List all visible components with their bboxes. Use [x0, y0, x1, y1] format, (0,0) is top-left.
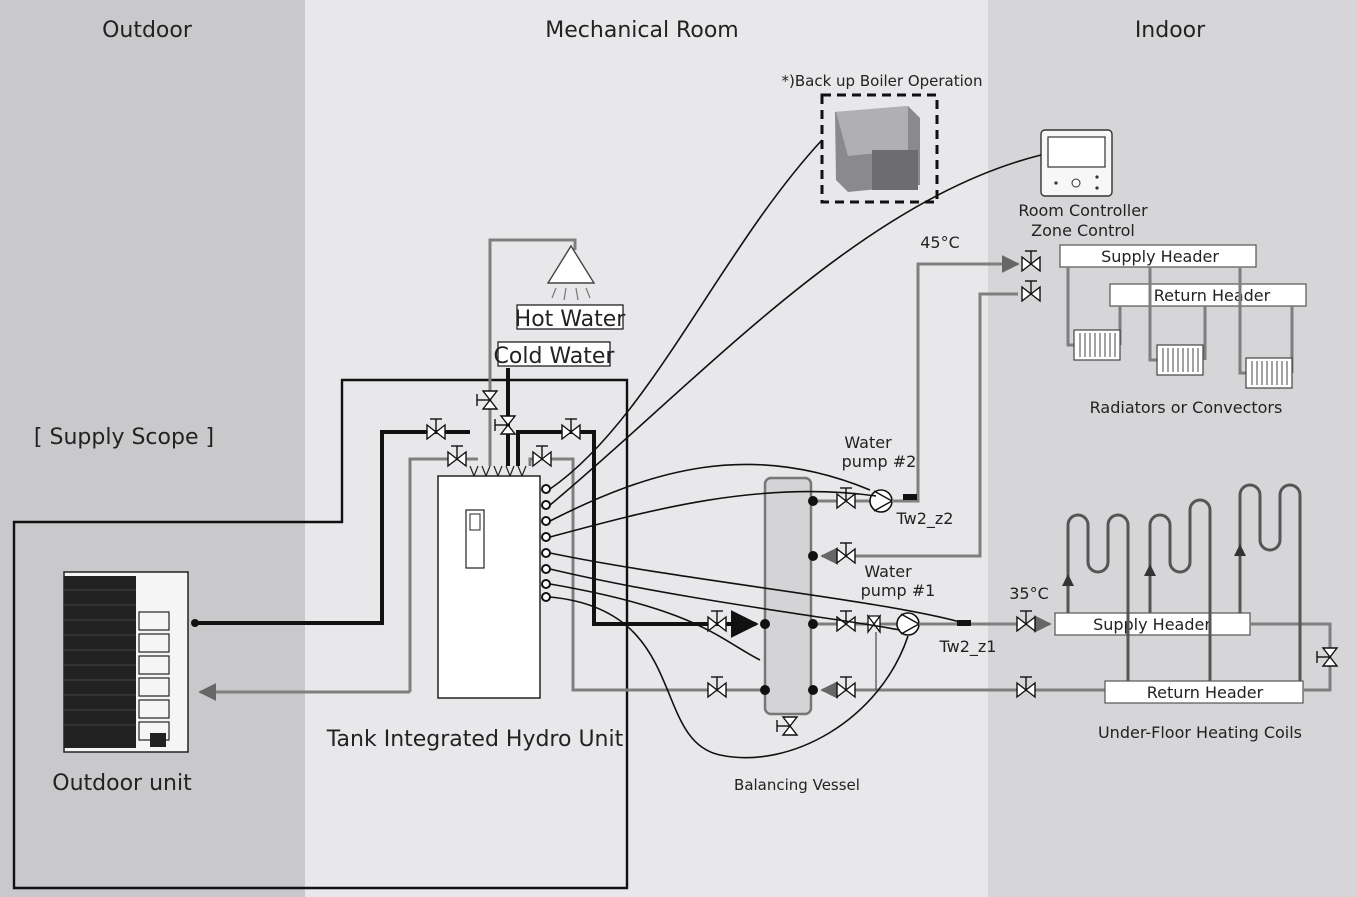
backup-boiler-label: *)Back up Boiler Operation	[782, 72, 983, 90]
tw2-z1-label: Tw2_z1	[939, 637, 997, 657]
balancing-vessel	[765, 478, 811, 714]
pump1-label-2: pump #1	[861, 581, 936, 600]
room-controller-label-2: Zone Control	[1031, 221, 1135, 240]
room-controller-label-1: Room Controller	[1018, 201, 1148, 220]
tank-hydro-unit	[438, 466, 540, 698]
radiator-3	[1246, 358, 1292, 388]
water-pump-1-icon	[897, 613, 919, 635]
pump2-label-2: pump #2	[842, 452, 917, 471]
supply-header-bottom-label: Supply Header	[1093, 615, 1211, 634]
zone-title-indoor: Indoor	[1135, 18, 1206, 43]
zone-title-mechanical: Mechanical Room	[545, 18, 738, 43]
return-header-bottom-label: Return Header	[1147, 683, 1264, 702]
hot-water-label: Hot Water	[515, 307, 627, 332]
zone-title-outdoor: Outdoor	[102, 18, 193, 43]
cold-water-label: Cold Water	[494, 344, 616, 369]
outdoor-unit	[64, 572, 188, 752]
temp-35-label: 35°C	[1009, 584, 1049, 603]
ufh-label: Under-Floor Heating Coils	[1098, 723, 1302, 742]
balancing-vessel-label: Balancing Vessel	[734, 776, 860, 794]
outdoor-unit-label: Outdoor unit	[52, 771, 192, 796]
return-header-top-label: Return Header	[1154, 286, 1271, 305]
boiler-icon	[835, 106, 920, 192]
tw2-z2-sensor	[903, 494, 917, 500]
radiator-1	[1074, 330, 1120, 360]
radiators-label: Radiators or Convectors	[1090, 398, 1283, 417]
temp-45-label: 45°C	[920, 233, 960, 252]
water-pump-2-icon	[870, 490, 892, 512]
pump1-label-1: Water	[864, 562, 912, 581]
supply-header-top-label: Supply Header	[1101, 247, 1219, 266]
pump2-label-1: Water	[844, 433, 892, 452]
room-controller	[1041, 130, 1112, 196]
tw2-z2-label: Tw2_z2	[896, 509, 954, 529]
radiator-2	[1157, 345, 1203, 375]
supply-scope-label: [ Supply Scope ]	[34, 425, 214, 450]
hydro-unit-label: Tank Integrated Hydro Unit	[326, 727, 624, 752]
tw2-z1-sensor	[957, 620, 971, 626]
